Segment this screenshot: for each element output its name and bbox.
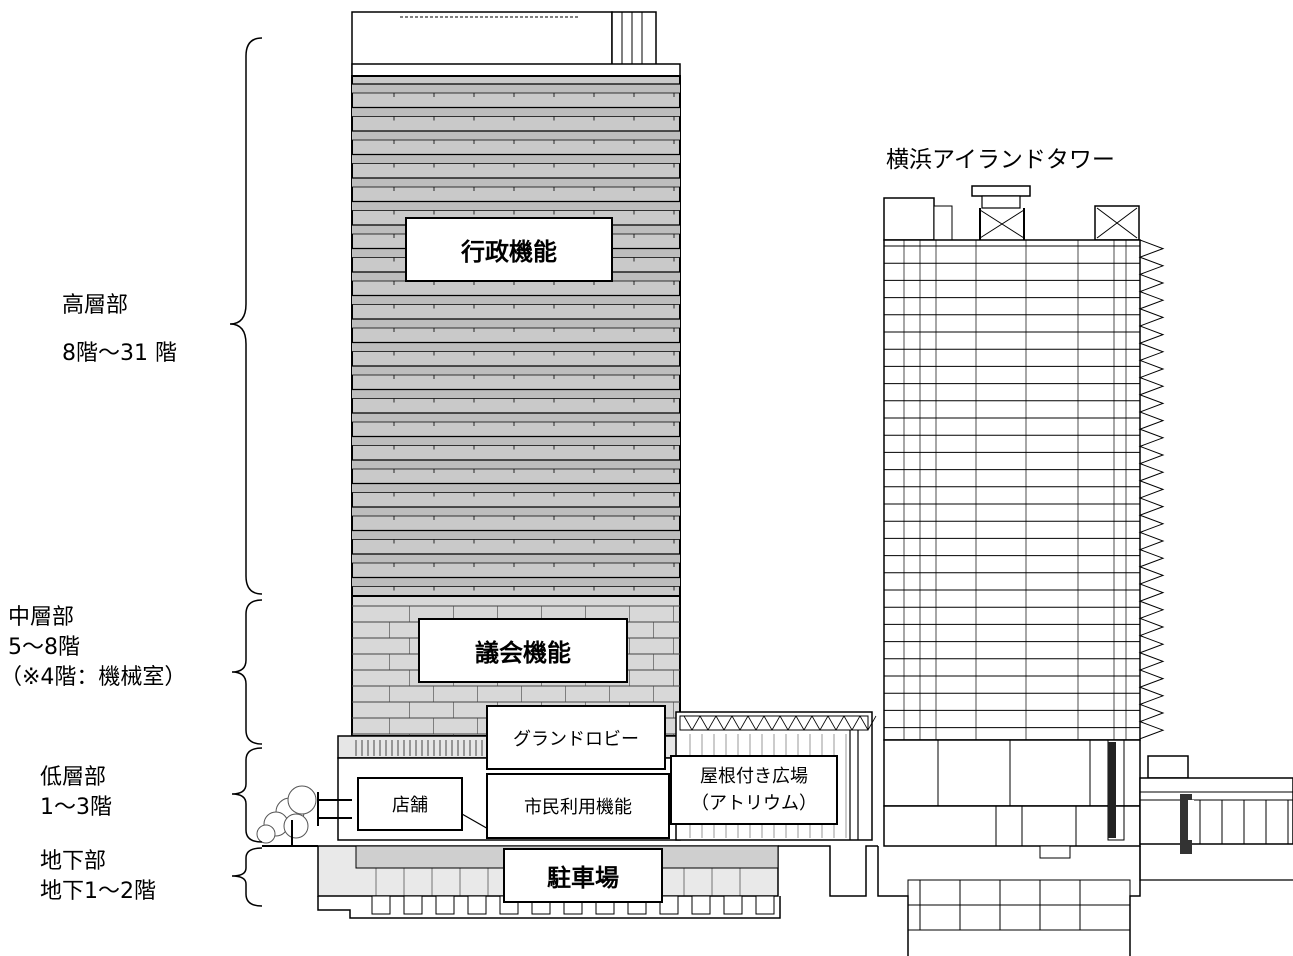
- grand-lobby-box: グランドロビー: [486, 705, 666, 770]
- underground-title: 地下部: [40, 849, 107, 874]
- low-floor-title: 低層部: [40, 765, 107, 790]
- city-hall-tower: [317, 11, 681, 841]
- brace-underground: [231, 847, 263, 907]
- underground-range: 地下1～2階: [40, 879, 156, 904]
- admin-function-box: 行政機能: [405, 217, 613, 282]
- brace-low: [231, 747, 263, 843]
- mid-floor-note: （※4階：機械室）: [0, 665, 187, 690]
- floor-braces: [229, 37, 263, 907]
- island-tower: [877, 185, 1293, 956]
- citizen-function-box: 市民利用機能: [486, 773, 670, 839]
- mid-floor-title: 中層部: [8, 605, 75, 630]
- assembly-function-box: 議会機能: [418, 618, 628, 683]
- island-tower-label: 横浜アイランドタワー: [886, 147, 1115, 173]
- low-floor-range: 1～3階: [40, 795, 112, 820]
- atrium-label-line2: （アトリウム）: [691, 793, 817, 814]
- shop-box: 店舗: [357, 777, 463, 831]
- mid-floor-range: 5～8階: [8, 635, 80, 660]
- atrium-label-line1: 屋根付き広場: [700, 766, 808, 787]
- brace-mid: [231, 599, 263, 745]
- high-floor-range: 8階～31 階: [62, 341, 177, 366]
- parking-box: 駐車場: [503, 848, 663, 903]
- tree-illustration: [256, 785, 318, 847]
- high-floor-title: 高層部: [62, 293, 129, 318]
- brace-high: [229, 37, 263, 595]
- atrium-box: 屋根付き広場 （アトリウム）: [670, 755, 838, 825]
